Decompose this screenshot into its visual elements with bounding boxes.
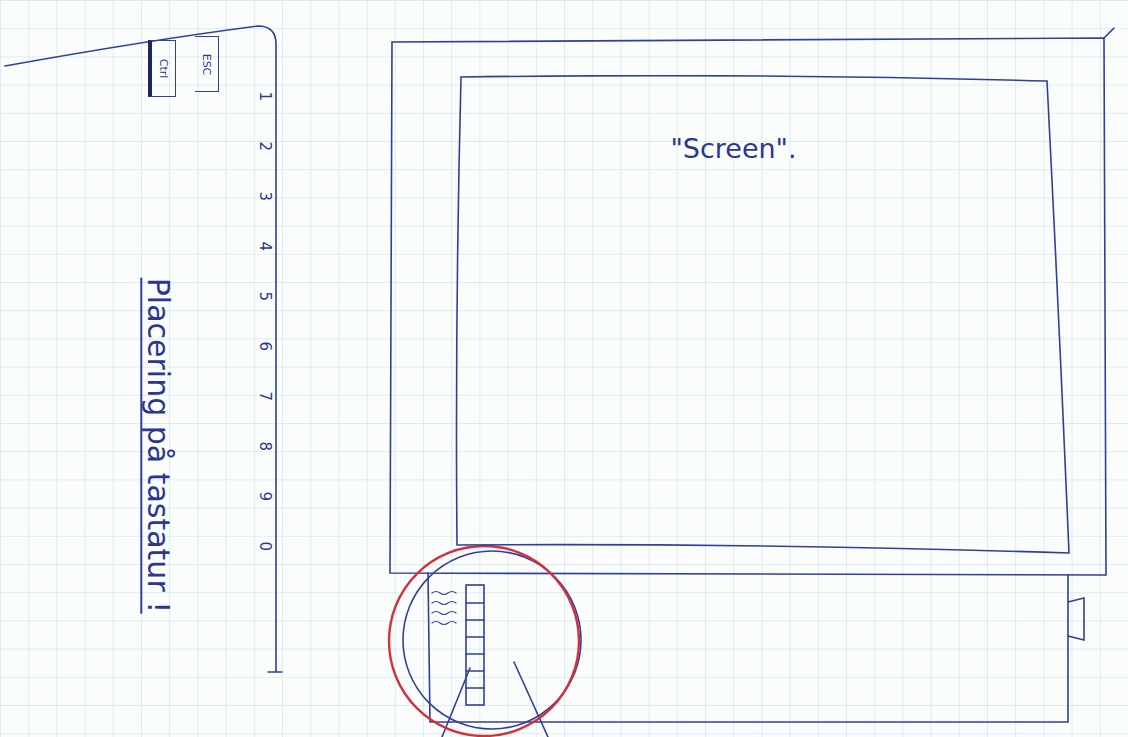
key-number: 2	[257, 141, 274, 151]
power-knob	[1068, 598, 1084, 640]
key-label: ESC	[200, 53, 213, 75]
screen-title: "Screen".	[670, 133, 796, 164]
key-number: 9	[257, 491, 274, 501]
scribble-marks	[432, 592, 456, 625]
mini-keyboard	[466, 585, 484, 705]
monitor-base	[428, 573, 1068, 722]
mini-keys	[466, 603, 484, 688]
key-number: 5	[257, 291, 274, 301]
key-number: 3	[257, 191, 274, 201]
highlight-circle-red	[389, 546, 579, 736]
monitor-corner	[1104, 28, 1114, 38]
key-number: 7	[257, 391, 274, 401]
key-label: Ctrl	[157, 59, 170, 79]
key-number: 1	[257, 91, 274, 101]
key-number: 0	[257, 541, 274, 551]
key-number: 6	[257, 341, 274, 351]
key-number: 4	[257, 241, 274, 251]
screen-area: "Screen".	[455, 75, 1072, 557]
key-box: ESC	[195, 36, 219, 92]
key-box: Ctrl	[148, 40, 176, 97]
leader-lines	[442, 662, 548, 737]
keyboard-outline	[5, 26, 282, 672]
monitor-housing	[390, 38, 1106, 575]
handwritten-note: Placering på tastatur !	[140, 277, 175, 613]
key-number: 8	[257, 441, 274, 451]
screen-border	[457, 76, 1070, 553]
